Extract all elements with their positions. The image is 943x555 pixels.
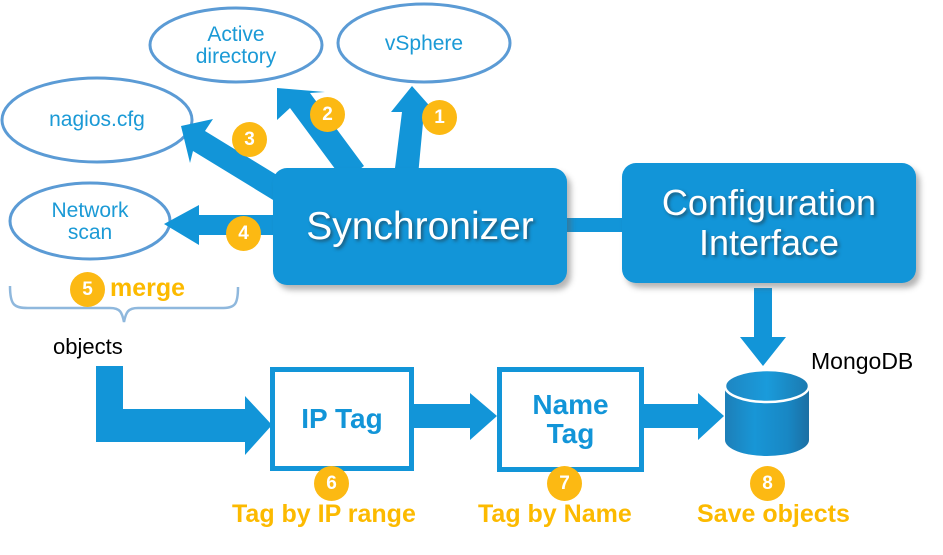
label-mongodb: MongoDB — [811, 348, 914, 374]
badge-4: 4 — [226, 216, 261, 251]
merge-brace — [8, 285, 240, 323]
arrow-4-to-network-scan — [164, 205, 280, 245]
node-synchronizer-label: Synchronizer — [306, 204, 534, 248]
source-ellipse-active-directory[interactable] — [148, 6, 324, 84]
source-ellipse-nagios-cfg[interactable] — [0, 76, 194, 164]
annotation-tag-by-ip-range: Tag by IP range — [232, 500, 416, 528]
badge-4-number: 4 — [238, 222, 249, 244]
arrow-2-to-active-directory — [277, 88, 364, 181]
source-ellipse-vsphere[interactable] — [336, 2, 512, 84]
badge-6-number: 6 — [326, 472, 337, 494]
badge-1: 1 — [422, 100, 457, 135]
node-synchronizer[interactable]: Synchronizer — [273, 168, 567, 285]
badge-5: 5 — [70, 272, 105, 307]
arrow-ip-tag-to-name-tag — [404, 393, 497, 440]
arrow-name-tag-to-mongodb — [634, 393, 724, 440]
badge-8-number: 8 — [762, 472, 773, 494]
mongodb-cylinder[interactable] — [723, 368, 811, 456]
annotation-merge: merge — [110, 274, 186, 302]
badge-6: 6 — [314, 466, 349, 501]
badge-1-number: 1 — [434, 106, 445, 128]
annotation-tag-by-name: Tag by Name — [478, 500, 632, 528]
annotation-save-objects: Save objects — [697, 500, 850, 528]
arrow-configuration-to-mongodb — [740, 288, 786, 366]
badge-7: 7 — [547, 466, 582, 501]
badge-7-number: 7 — [559, 472, 570, 494]
source-ellipse-network-scan[interactable] — [8, 181, 172, 261]
badge-3: 3 — [232, 122, 267, 157]
badge-8: 8 — [750, 466, 785, 501]
annotation-objects: objects — [53, 334, 123, 359]
connector-synchronizer-configuration — [565, 218, 625, 232]
arrow-objects-to-ip-tag — [96, 366, 272, 455]
badge-5-number: 5 — [82, 278, 93, 300]
badge-2-number: 2 — [322, 103, 333, 125]
node-ip-tag[interactable]: IP Tag — [270, 367, 414, 471]
node-ip-tag-label: IP Tag — [301, 402, 383, 434]
badge-3-number: 3 — [244, 128, 255, 150]
badge-2: 2 — [310, 97, 345, 132]
arrow-3-to-nagios-cfg — [181, 119, 290, 203]
